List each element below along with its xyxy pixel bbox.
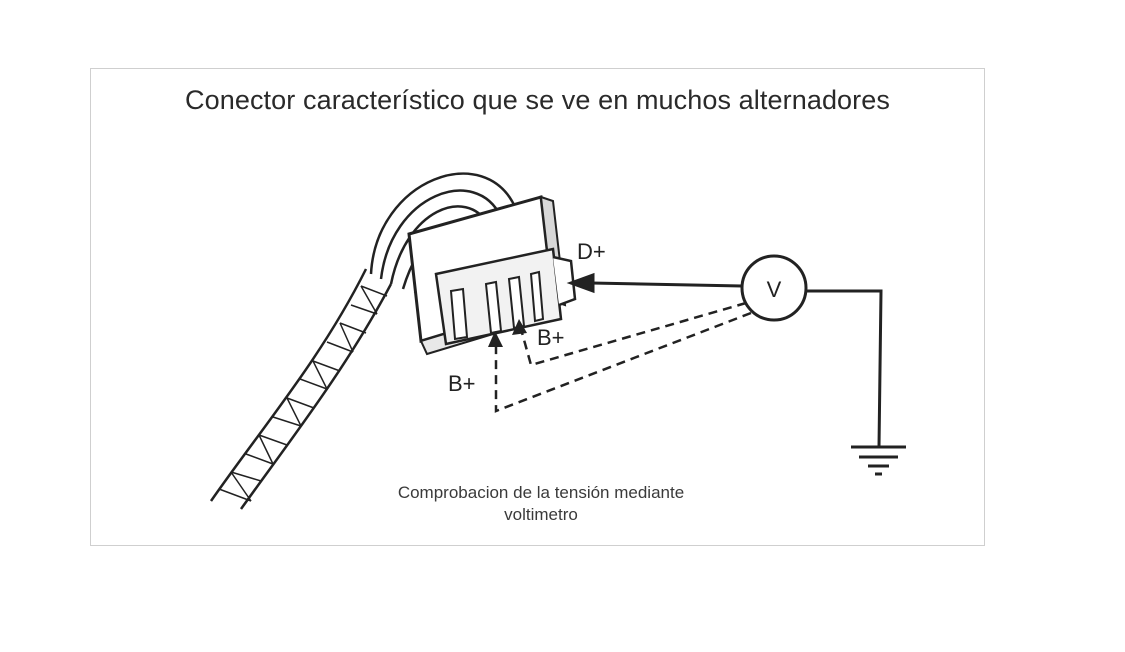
d-plus-probe (566, 272, 743, 294)
label-b-plus-lower: B+ (448, 371, 476, 396)
wire-harness (209, 268, 393, 510)
connector-diagram: V D+ B+ B+ (209, 172, 906, 510)
caption-line-1: Comprobacion de la tensión mediante (397, 483, 685, 502)
ground-wire (806, 289, 883, 448)
ground-symbol (851, 445, 906, 476)
figure-caption: Comprobacion de la tensión mediante volt… (331, 482, 751, 526)
b-plus-arrows (488, 319, 527, 347)
connector-body (407, 195, 577, 356)
voltmeter-label: V (767, 277, 782, 302)
figure-title: Conector característico que se ve en muc… (185, 85, 890, 115)
label-d-plus: D+ (577, 239, 606, 264)
b-plus-probes (494, 301, 752, 413)
figure-frame: Conector característico que se ve en muc… (90, 68, 985, 546)
caption-line-2: voltimetro (504, 505, 578, 524)
voltmeter-symbol: V (740, 254, 808, 322)
label-b-plus-upper: B+ (537, 325, 565, 350)
